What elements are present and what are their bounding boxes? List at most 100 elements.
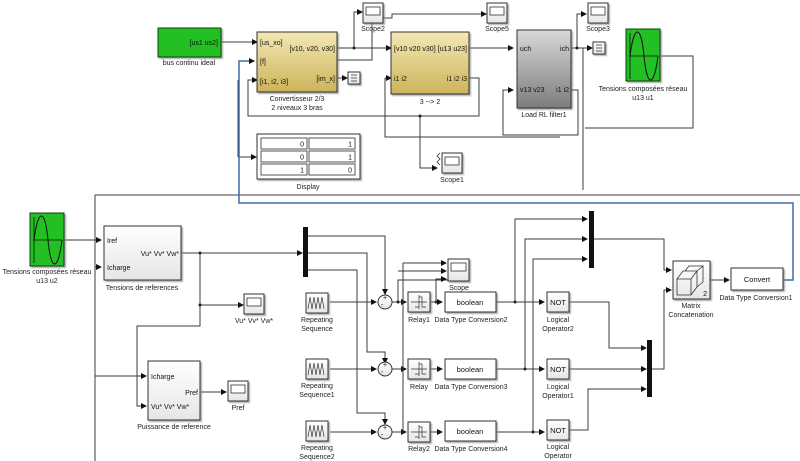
port-label: [im_x]	[316, 76, 335, 83]
port-label: [v10, v20, v30]	[289, 46, 335, 53]
wire[interactable]	[502, 87, 579, 136]
wire[interactable]	[435, 276, 447, 302]
block-label: Pref	[232, 405, 245, 412]
repeating-sequence2-block[interactable]: Repeating Sequence2	[299, 420, 335, 461]
data-type-conversion1-block[interactable]: Convert Data Type Conversion1	[719, 267, 793, 302]
block-label: Display	[297, 184, 320, 191]
block-label: Load RL filter1	[521, 112, 566, 119]
wire[interactable]	[524, 236, 588, 369]
scope-block[interactable]: Scope	[447, 258, 470, 292]
relay1-block[interactable]: Relay1	[407, 291, 431, 324]
display-cell	[260, 150, 308, 163]
relay2-block[interactable]: Relay2	[407, 421, 431, 453]
scope-pref-block[interactable]: Pref	[227, 380, 249, 412]
data-type-conversion3-block[interactable]: boolean Data Type Conversion3	[434, 358, 508, 391]
mux-bar-bottom[interactable]	[647, 340, 652, 397]
tensions-reseau-u2-block[interactable]: Tensions composées réseau u13 u2	[3, 212, 92, 285]
relay-block[interactable]: Relay	[407, 358, 431, 391]
block-label: Operator2	[542, 326, 574, 333]
wire-feedback[interactable]	[238, 58, 794, 281]
block-text: NOT	[550, 365, 566, 374]
convertisseur-subsystem[interactable]: [us_xo] [f] [i1, i2, i3] [v10, v20, v30]…	[256, 31, 338, 112]
block-label: Logical	[547, 444, 570, 451]
display-value: 0	[300, 142, 304, 149]
port-label: Vu* Vv* Vw*	[141, 251, 180, 258]
port-label: Vu* Vv* Vw*	[151, 404, 190, 411]
bus-continu-ideal-block[interactable]: [us1 us2] bus continu ideal	[157, 27, 222, 67]
port-label: Icharge	[107, 265, 130, 272]
port-label: uch	[520, 46, 531, 53]
wire[interactable]	[532, 256, 588, 432]
block-label: Data Type Conversion1	[719, 295, 792, 302]
repeating-sequence1-block[interactable]: Repeating Sequence1	[299, 358, 335, 399]
wire[interactable]	[136, 305, 201, 409]
port-label: Pref	[185, 390, 198, 397]
block-text: NOT	[550, 298, 566, 307]
plus-sign: +	[383, 362, 387, 369]
minus-sign: -	[381, 432, 384, 439]
block-text: NOT	[550, 426, 566, 435]
wire[interactable]	[594, 238, 672, 273]
data-type-conversion4-block[interactable]: boolean Data Type Conversion4	[434, 420, 508, 453]
wire[interactable]	[353, 9, 363, 48]
wire[interactable]	[569, 301, 647, 351]
three-to-two-subsystem[interactable]: [v10 v20 v30] i1 i2 [u13 u23] i1 i2 i3 3…	[390, 31, 470, 106]
sum-block-3[interactable]: + -	[377, 424, 393, 440]
port-label: i1 i2	[394, 76, 407, 83]
port-label: i1 i2 i3	[447, 76, 467, 83]
display-small-block-2[interactable]	[592, 41, 606, 55]
demux-bar[interactable]	[303, 227, 308, 277]
scope5-block[interactable]: Scope5	[485, 2, 509, 33]
repeating-sequence-block[interactable]: Repeating Sequence	[301, 292, 333, 333]
tensions-de-references-subsystem[interactable]: Iref Icharge Vu* Vv* Vw* Tensions de ref…	[103, 225, 182, 292]
matrix-concatenation-block[interactable]: 2 Matrix Concatenation	[668, 260, 714, 319]
scope2-block[interactable]: Scope2	[361, 2, 385, 33]
wire[interactable]	[247, 77, 480, 117]
scope3-block[interactable]: Scope3	[586, 2, 610, 33]
sum-block-2[interactable]: + -	[377, 361, 393, 377]
block-label: Repeating	[301, 317, 333, 324]
display-value: 1	[300, 168, 304, 175]
block-text: boolean	[457, 427, 484, 436]
wire[interactable]	[514, 216, 588, 302]
wire[interactable]	[569, 386, 647, 431]
block-label: Matrix	[681, 303, 701, 310]
display-small-block[interactable]	[347, 71, 361, 85]
puissance-de-reference-subsystem[interactable]: Icharge Vu* Vv* Vw* Pref Puissance de re…	[137, 360, 211, 431]
tensions-reseau-u1-block[interactable]: Tensions composées réseau u13 u1	[599, 28, 688, 102]
block-label: Scope1	[440, 177, 464, 184]
block-label: Scope2	[361, 26, 385, 33]
block-label: Convertisseur 2/3	[270, 96, 325, 103]
display-cell	[308, 150, 356, 163]
wire[interactable]	[585, 55, 694, 129]
display-cell	[308, 137, 356, 150]
port-label: [v10 v20 v30]	[394, 46, 436, 53]
wire[interactable]	[576, 11, 587, 48]
port-label: [u13 u23]	[438, 46, 467, 53]
load-rl-filter-subsystem[interactable]: uch v13 v23 ich i1 i2 Load RL filter1	[516, 29, 572, 119]
port-label: [f]	[260, 59, 266, 66]
wire[interactable]	[652, 287, 672, 370]
block-label: Relay1	[408, 317, 430, 324]
logical-operator1-block[interactable]: NOT Logical Operator1	[542, 358, 574, 400]
sum-block-1[interactable]: + -	[377, 294, 393, 310]
block-text: boolean	[457, 298, 484, 307]
logical-operator2-block[interactable]: NOT Logical Operator2	[542, 291, 574, 333]
scope1-block[interactable]: Scope1	[436, 152, 464, 184]
block-label: Relay	[410, 384, 428, 391]
logical-operator-block[interactable]: NOT Logical Operator	[544, 419, 572, 460]
scope-vuvw-block[interactable]: Vu* Vv* Vw*	[235, 293, 274, 325]
wire[interactable]	[199, 253, 244, 308]
wire[interactable]	[384, 78, 560, 138]
plus-sign: +	[383, 295, 387, 302]
data-type-conversion2-block[interactable]: boolean Data Type Conversion2	[434, 291, 508, 324]
wire[interactable]	[308, 269, 388, 425]
wire[interactable]	[308, 235, 388, 295]
mux-bar-top[interactable]	[589, 211, 594, 268]
block-label: Scope3	[586, 26, 610, 33]
wire[interactable]	[308, 252, 388, 364]
wire[interactable]	[419, 116, 438, 171]
